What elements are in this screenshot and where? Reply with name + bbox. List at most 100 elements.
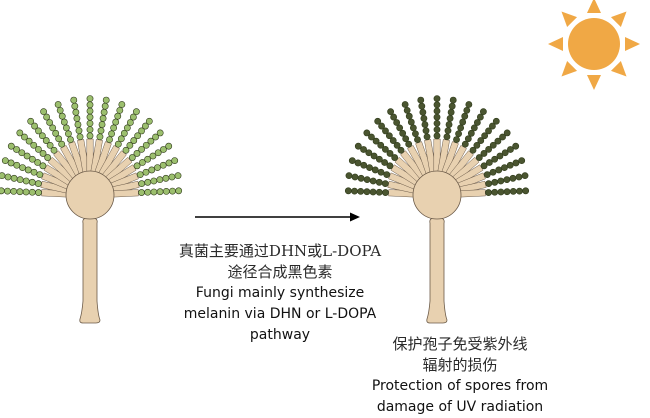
spore xyxy=(106,136,113,143)
outcome-text-en-1: Protection of spores from xyxy=(371,378,549,394)
spore xyxy=(391,154,399,161)
spore xyxy=(377,168,385,176)
sun-disc xyxy=(568,18,620,70)
spore xyxy=(417,96,425,104)
spore xyxy=(114,112,122,120)
spore xyxy=(36,171,44,179)
spore xyxy=(485,159,493,166)
spore xyxy=(501,149,509,157)
spore xyxy=(363,176,371,184)
spore xyxy=(126,142,134,149)
spore xyxy=(421,121,429,128)
spore xyxy=(73,115,81,122)
outcome-text-cn-1: 保护孢子免受紫外线 xyxy=(392,335,528,353)
spore xyxy=(174,172,182,180)
spore xyxy=(489,122,496,130)
spore xyxy=(385,132,393,140)
spore xyxy=(138,189,145,196)
outcome-text-cn-2: 辐射的损伤 xyxy=(422,356,498,374)
spore xyxy=(399,129,407,137)
spore xyxy=(445,121,453,128)
spore xyxy=(118,101,126,108)
spore xyxy=(76,133,84,141)
spore xyxy=(0,172,6,180)
spore xyxy=(52,129,60,137)
spore xyxy=(381,159,389,166)
spore xyxy=(35,127,42,135)
spore xyxy=(457,124,465,132)
spore xyxy=(154,149,162,157)
spore xyxy=(360,161,368,169)
spore xyxy=(25,137,33,145)
spore xyxy=(168,173,176,181)
spore xyxy=(148,166,156,174)
spore xyxy=(138,127,145,135)
spore xyxy=(142,168,150,176)
spore xyxy=(405,140,413,148)
spore xyxy=(467,129,475,137)
spore xyxy=(522,187,530,195)
spore xyxy=(160,146,167,153)
spore xyxy=(28,155,36,163)
stalk xyxy=(79,217,101,324)
spore xyxy=(371,166,379,174)
spore xyxy=(433,107,441,115)
process-text-cn-1: 真菌主要通过DHN或L-DOPA xyxy=(178,242,382,260)
spore xyxy=(497,177,505,185)
spore xyxy=(422,127,430,135)
spore xyxy=(43,113,51,121)
spore xyxy=(22,177,30,185)
spore xyxy=(154,164,161,172)
spore xyxy=(4,187,11,195)
spore xyxy=(49,124,57,132)
spore xyxy=(138,159,146,166)
spore xyxy=(448,102,456,110)
spore xyxy=(1,157,9,165)
spore xyxy=(381,145,389,153)
spore xyxy=(354,159,362,167)
spore xyxy=(67,136,74,143)
spore xyxy=(86,132,94,140)
spore xyxy=(128,154,136,161)
spore xyxy=(345,172,353,180)
spore xyxy=(22,188,30,196)
spore xyxy=(65,130,72,138)
spore xyxy=(370,152,378,160)
spore xyxy=(16,176,24,184)
spore xyxy=(419,108,427,116)
spore xyxy=(86,120,94,127)
spore xyxy=(377,141,385,149)
spore xyxy=(494,137,502,145)
spore xyxy=(509,188,517,195)
spore xyxy=(165,159,173,167)
spore xyxy=(60,118,68,126)
spore xyxy=(409,124,417,132)
spore xyxy=(4,173,12,181)
spore xyxy=(46,119,54,126)
spore xyxy=(24,166,32,174)
spore xyxy=(30,168,38,176)
spore xyxy=(156,176,164,184)
spore xyxy=(169,187,176,195)
spore xyxy=(34,159,42,166)
spore xyxy=(369,188,377,196)
spore xyxy=(39,162,47,170)
spore xyxy=(31,122,38,130)
spore xyxy=(414,136,421,143)
spore xyxy=(142,122,149,130)
spore xyxy=(515,173,523,181)
spore xyxy=(7,159,15,167)
vesicle-head xyxy=(412,170,462,220)
spore xyxy=(477,137,485,144)
spore xyxy=(97,127,105,135)
spore xyxy=(509,174,517,182)
spore xyxy=(126,119,134,126)
spore xyxy=(35,189,42,196)
spore xyxy=(50,146,58,154)
spore xyxy=(96,133,104,141)
spore xyxy=(357,188,365,195)
sun-ray xyxy=(610,11,627,28)
spore xyxy=(108,130,115,138)
spore xyxy=(165,142,173,150)
spore xyxy=(485,145,493,153)
